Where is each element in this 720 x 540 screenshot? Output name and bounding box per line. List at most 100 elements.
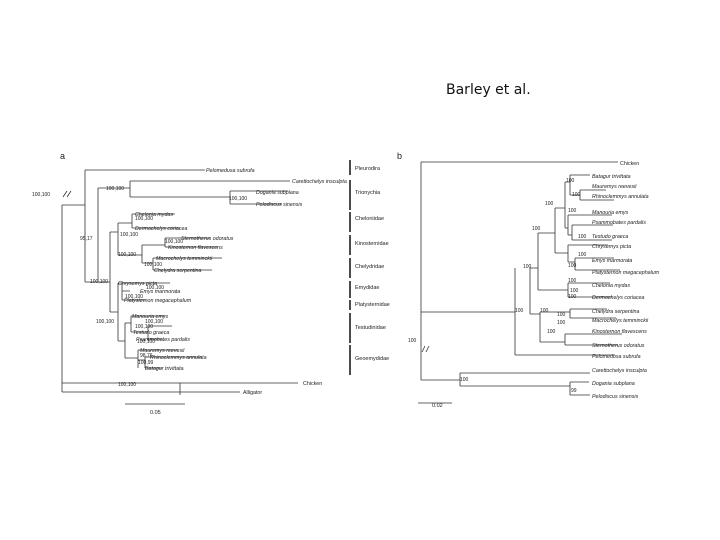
scale-bar-label-b: 0.02 [432, 403, 443, 409]
family-label: Chelydridae [355, 264, 384, 270]
family-label: Kinosternidae [355, 241, 389, 247]
support-value: 100,100 [135, 216, 153, 222]
support-value: 100,100 [146, 285, 164, 291]
taxon-label: Chrysemys picta [592, 244, 631, 250]
taxon-label: Rhinoclemmys annulata [592, 194, 649, 200]
taxon-label: Dogania subplana [256, 190, 299, 196]
tree-panel-b [418, 161, 622, 404]
support-value: 100 [545, 201, 554, 207]
support-value: 100 [578, 234, 587, 240]
family-label: Geoemydidae [355, 356, 389, 362]
figure-caption: Barley et al. [446, 82, 531, 98]
family-label: Pleurodira [355, 166, 381, 172]
taxon-label: Chelydra serpentina [154, 268, 201, 274]
taxon-label: Rhinoclemmys annulata [150, 355, 207, 361]
taxon-label: Chicken [620, 161, 639, 167]
support-value: 100 [532, 226, 541, 232]
support-value: 99 [571, 388, 577, 394]
taxon-label: Platysternon megacephalum [592, 270, 660, 276]
support-value: 98,76 [140, 353, 153, 359]
taxon-label: Mauremys reevesii [140, 348, 185, 354]
support-value: 100 [460, 377, 469, 383]
family-label: Testudinidae [355, 325, 386, 331]
taxon-label: Platysternon megacephalum [124, 298, 192, 304]
taxon-label: Pelodiscus sinensis [592, 394, 639, 400]
taxon-label: Macrochelys temminckii [592, 318, 649, 324]
support-value: 100,100 [229, 196, 247, 202]
taxon-label: Manouria emys [592, 210, 629, 216]
support-value: 100,100 [144, 262, 162, 268]
taxon-label: Testudo graeca [133, 330, 169, 336]
taxon-label: Macrochelys temminckii [156, 256, 213, 262]
support-value: 100 [557, 320, 566, 326]
taxon-label: Mauremys reevesii [592, 184, 637, 190]
taxon-label: Psammobates pardalis [592, 220, 646, 226]
taxon-label: Sternotherus odoratus [181, 236, 234, 242]
support-value: 100,100 [120, 232, 138, 238]
family-label: Trionychia [355, 190, 381, 196]
taxon-label: Chicken [303, 381, 322, 387]
taxon-label: Dogania subplana [592, 381, 635, 387]
support-value: 100,100 [90, 279, 108, 285]
support-value: 100 [568, 208, 577, 214]
taxon-label: Batagur trivittata [145, 366, 184, 372]
support-value: 100 [568, 263, 577, 269]
support-value: 100,100 [106, 186, 124, 192]
support-value: 100 [557, 312, 566, 318]
taxon-label: Pelodiscus sinensis [256, 202, 303, 208]
family-label: Platysternidae [355, 302, 390, 308]
support-value: 100,100 [32, 192, 50, 198]
taxon-label: Sternotherus odoratus [592, 343, 645, 349]
taxon-label: Psammobates pardalis [136, 337, 190, 343]
taxon-label: Dermochelys coriacea [592, 295, 644, 301]
taxon-label: Chrysemys picta [118, 281, 157, 287]
taxon-label: Emys marmorata [140, 289, 180, 295]
scale-bar-label-a: 0.05 [150, 410, 161, 416]
panel-label-b: b [397, 151, 402, 161]
support-value: 100 [568, 278, 577, 284]
taxon-label: Dermochelys coriacea [135, 226, 187, 232]
taxon-label: Pelomedusa subrufa [206, 168, 255, 174]
branch-break-mark [62, 190, 72, 198]
taxon-label: Kinosternon flavescens [168, 245, 223, 251]
taxon-label: Pelomedusa subrufa [592, 354, 641, 360]
support-value: 100 [408, 338, 417, 344]
support-value: 100,100 [125, 294, 143, 300]
support-value: 100 [547, 329, 556, 335]
support-value: 95,17 [80, 236, 93, 242]
support-value: 100 [523, 264, 532, 270]
support-value: 100,100 [165, 239, 183, 245]
taxon-label: Chelonia mydas [135, 212, 173, 218]
support-value: 100,100 [145, 319, 163, 325]
support-value: 100,100 [118, 382, 136, 388]
support-value: 100 [570, 288, 579, 294]
taxon-label: Batagur trivittata [592, 174, 631, 180]
support-value: 100 [515, 308, 524, 314]
family-label: Emydidae [355, 285, 379, 291]
support-value: 100,100 [137, 339, 155, 345]
support-value: 100 [568, 294, 577, 300]
panel-label-a: a [60, 151, 65, 161]
family-label: Cheloniidae [355, 216, 384, 222]
taxon-label: Testudo graeca [592, 234, 628, 240]
support-value: 100,100 [118, 252, 136, 258]
taxon-label: Kinosternon flavescens [592, 329, 647, 335]
taxon-label: Alligator [243, 390, 262, 396]
taxon-label: Chelydra serpentina [592, 309, 639, 315]
taxon-label: Carettochelys insculpta [592, 368, 647, 374]
branch-break-mark [421, 345, 430, 353]
support-value: 100,100 [135, 324, 153, 330]
support-value: 100 [566, 178, 575, 184]
taxon-label: Chelonia mydas [592, 283, 630, 289]
taxon-label: Manouria emys [132, 314, 169, 320]
support-value: 100,99 [138, 360, 154, 366]
taxon-label: Carettochelys insculpta [292, 179, 347, 185]
taxon-label: Emys marmorata [592, 258, 632, 264]
support-value: 100,100 [96, 319, 114, 325]
support-value: 100 [540, 308, 549, 314]
tree-panel-a [61, 169, 298, 405]
support-value: 100 [578, 252, 587, 258]
